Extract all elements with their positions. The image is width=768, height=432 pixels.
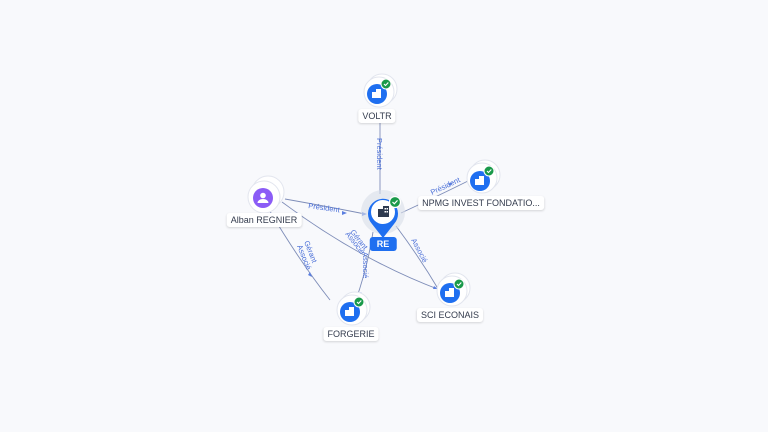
person-node-alban[interactable] — [247, 175, 285, 214]
edge-label: Associé — [361, 252, 370, 278]
company-node-sci-econais[interactable] — [436, 272, 471, 307]
edge-label: Président — [375, 138, 384, 171]
edge-label: Associé — [409, 237, 429, 264]
center-node[interactable] — [361, 190, 405, 238]
verified-icon — [483, 165, 495, 177]
center-node-label[interactable]: RE — [369, 237, 397, 251]
node-label-forgerie[interactable]: FORGERIE — [323, 327, 379, 341]
verified-icon — [353, 296, 365, 308]
edge-alban-re — [284, 198, 366, 215]
building-icon — [445, 288, 454, 297]
company-node-npmg[interactable] — [466, 159, 501, 194]
node-label-npmg[interactable]: NPMG INVEST FONDATIO... — [418, 196, 544, 210]
company-node-forgerie[interactable] — [336, 291, 371, 326]
edge-label: Président — [308, 201, 342, 214]
verified-icon — [388, 195, 402, 209]
building-icon — [372, 89, 381, 98]
verified-icon — [380, 78, 392, 90]
person-icon — [257, 192, 269, 203]
verified-icon — [453, 278, 465, 290]
node-label-sci-econais[interactable]: SCI ECONAIS — [416, 308, 484, 322]
company-node-voltr[interactable] — [363, 73, 398, 108]
building-icon — [345, 307, 354, 316]
node-label-alban[interactable]: Alban REGNIER — [226, 213, 302, 227]
node-label-voltr[interactable]: VOLTR — [358, 109, 396, 123]
edge-npmg — [400, 179, 471, 214]
building-icon — [475, 176, 484, 185]
building-icon — [378, 206, 389, 217]
edge-re-sci — [395, 225, 441, 293]
